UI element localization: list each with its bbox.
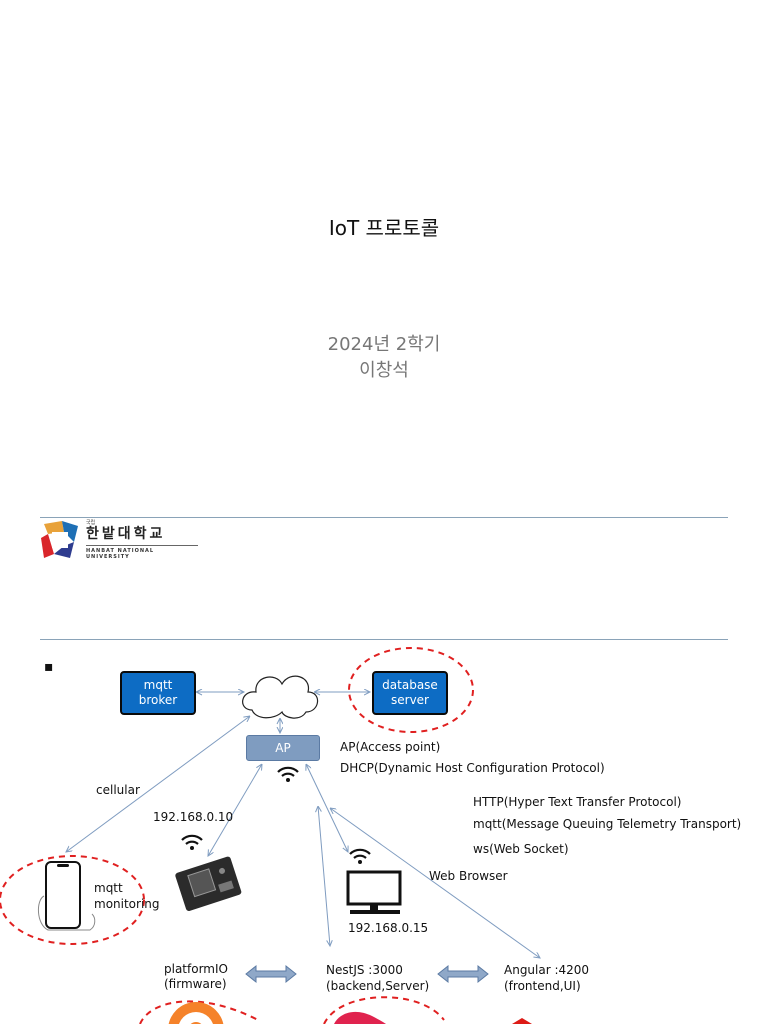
- bullet-marker: ▪: [44, 659, 54, 675]
- logo-name-korean: 한밭대학교: [86, 526, 166, 542]
- esp-wifi-icon: [181, 834, 203, 850]
- pc-wifi-icon: [349, 848, 371, 864]
- database-highlight-circle: [348, 647, 474, 733]
- mqtt-description: mqtt(Message Queuing Telemetry Transport…: [473, 817, 742, 831]
- mqtt-monitoring-label-2: monitoring: [94, 897, 160, 911]
- access-point-box: AP: [246, 735, 320, 761]
- pc-ip-label: 192.168.0.15: [348, 921, 429, 935]
- nestjs-label: NestJS :3000: [326, 963, 403, 977]
- dhcp-description: DHCP(Dynamic Host Configuration Protocol…: [340, 761, 605, 775]
- slide-rule-top: [40, 517, 728, 518]
- database-server-box: database server: [372, 671, 448, 715]
- pc-monitor-icon: [346, 870, 402, 914]
- platformio-highlight-arc: [139, 1000, 259, 1024]
- nestjs-highlight-arc: [323, 996, 445, 1024]
- database-server-label-2: server: [391, 693, 429, 707]
- ap-wifi-icon: [277, 766, 299, 782]
- mqtt-broker-label-1: mqtt: [143, 678, 173, 692]
- slide-subtitle-term: 2024년 2학기: [327, 334, 441, 355]
- slide-title: IoT 프로토콜: [328, 216, 440, 240]
- slide-rule-bottom: [40, 639, 728, 640]
- slide-subtitle-author: 이창석: [359, 360, 409, 381]
- internet-cloud-icon: [242, 675, 319, 719]
- ap-description: AP(Access point): [340, 740, 441, 754]
- logo-divider: [86, 545, 198, 546]
- smartphone-icon: [38, 861, 96, 931]
- platformio-logo-icon: [168, 1002, 224, 1024]
- university-logo: 국립 한밭대학교 HANBAT NATIONAL UNIVERSITY: [40, 519, 200, 561]
- phone-highlight-circle: [0, 855, 145, 945]
- university-logo-icon: [41, 521, 78, 558]
- web-browser-label: Web Browser: [429, 869, 508, 883]
- logo-tag: 국립: [86, 520, 96, 526]
- mqtt-broker-box: mqtt broker: [120, 671, 196, 715]
- angular-sublabel: (frontend,UI): [504, 979, 581, 993]
- nestjs-sublabel: (backend,Server): [326, 979, 430, 993]
- firmware-backend-double-arrow: [245, 964, 297, 984]
- ws-description: ws(Web Socket): [473, 842, 569, 856]
- esp32-board-icon: [175, 856, 242, 911]
- platformio-label: platformIO: [164, 962, 228, 976]
- logo-name-english: HANBAT NATIONAL UNIVERSITY: [86, 548, 155, 560]
- database-server-label-1: database: [382, 678, 438, 692]
- http-description: HTTP(Hyper Text Transfer Protocol): [473, 795, 682, 809]
- mqtt-monitoring-label-1: mqtt: [94, 881, 123, 895]
- angular-label: Angular :4200: [504, 963, 590, 977]
- mqtt-broker-label-2: broker: [138, 693, 178, 707]
- platformio-sublabel: (firmware): [164, 977, 227, 991]
- backend-frontend-double-arrow: [437, 964, 489, 984]
- cellular-label: cellular: [96, 783, 140, 797]
- nestjs-logo-icon: [334, 1011, 386, 1024]
- esp-ip-label: 192.168.0.10: [153, 810, 234, 824]
- angular-logo-icon: [512, 1018, 532, 1024]
